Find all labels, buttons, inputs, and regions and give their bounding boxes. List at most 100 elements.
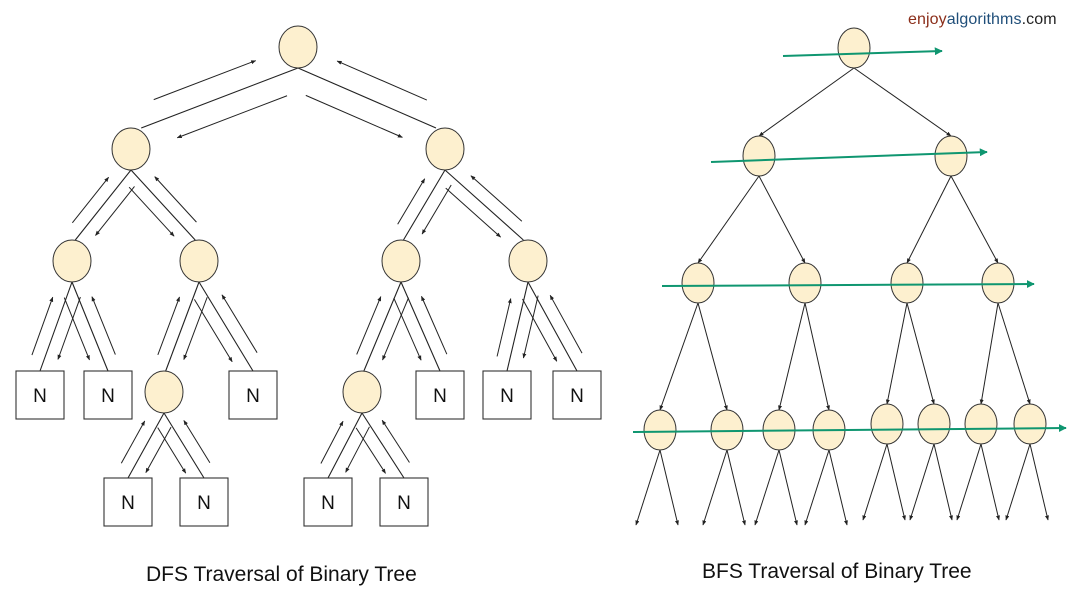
bfs-edge	[906, 175, 952, 264]
null-node-box	[379, 477, 429, 527]
traversal-down-arrow	[145, 426, 172, 474]
null-node-box	[103, 477, 153, 527]
bfs-level-arrow	[782, 47, 943, 57]
tree-node	[342, 370, 382, 414]
traversal-down-arrow	[522, 295, 539, 359]
bfs-tree-node	[837, 27, 871, 69]
tree-edge	[163, 412, 205, 479]
traversal-up-arrow	[496, 298, 512, 357]
bfs-tree	[632, 27, 1067, 526]
traversal-down-arrow	[63, 297, 90, 361]
brand-part-algorithms: algorithms	[946, 11, 1022, 28]
traversal-up-arrow	[336, 60, 428, 101]
traversal-down-arrow	[421, 184, 452, 235]
tree-edge	[39, 281, 73, 372]
bfs-edge	[885, 302, 908, 405]
traversal-up-arrow	[397, 178, 426, 225]
bfs-edge	[979, 302, 999, 405]
bfs-edge	[778, 302, 806, 411]
tree-edge	[127, 412, 165, 479]
bfs-tree-node	[742, 135, 776, 177]
traversal-up-arrow	[381, 419, 410, 463]
tree-node	[508, 239, 548, 283]
tree-edge	[402, 169, 446, 241]
bfs-edge	[853, 67, 952, 137]
bfs-edge	[758, 67, 855, 137]
traversal-down-arrow	[176, 95, 288, 139]
null-node-label: N	[33, 386, 47, 407]
bfs-edge-stub	[828, 449, 848, 526]
traversal-down-arrow	[345, 426, 370, 473]
bfs-edge	[659, 302, 699, 411]
tree-edge	[400, 281, 441, 372]
bfs-edge-stub	[778, 449, 798, 526]
bfs-level-arrow	[632, 424, 1067, 433]
bfs-tree-node	[981, 262, 1015, 304]
bfs-caption: BFS Traversal of Binary Tree	[702, 560, 972, 583]
null-node-box	[552, 370, 602, 420]
bfs-edge-stub	[956, 443, 982, 521]
tree-edge	[71, 281, 109, 372]
traversal-up-arrow	[320, 420, 344, 464]
traversal-up-arrow	[91, 296, 116, 355]
tree-edge	[444, 169, 524, 241]
null-node-box	[179, 477, 229, 527]
traversal-up-arrow	[470, 175, 523, 222]
traversal-up-arrow	[356, 296, 382, 355]
bfs-tree-node	[870, 403, 904, 445]
bfs-tree-node	[917, 403, 951, 445]
traversal-down-arrow	[305, 94, 403, 138]
tree-edge	[297, 67, 437, 129]
tree-node	[111, 127, 151, 171]
bfs-edge	[804, 302, 830, 411]
traversal-down-arrow	[393, 297, 422, 361]
bfs-tree-node	[710, 409, 744, 451]
bfs-edge-stub	[635, 449, 661, 526]
tree-edge	[165, 281, 200, 372]
tree-edge	[74, 169, 132, 241]
null-node-label: N	[121, 493, 135, 514]
tree-node	[52, 239, 92, 283]
bfs-edge-stub	[862, 443, 888, 521]
tree-edge	[130, 169, 196, 241]
traversal-up-arrow	[183, 420, 211, 463]
tree-edge	[198, 281, 254, 372]
null-node-box	[228, 370, 278, 420]
null-node-label: N	[246, 386, 260, 407]
traversal-down-arrow	[183, 297, 208, 361]
tree-edge	[506, 281, 529, 372]
tree-node	[381, 239, 421, 283]
bfs-edge-stub	[1005, 443, 1031, 521]
null-node-box	[83, 370, 133, 420]
dfs-caption: DFS Traversal of Binary Tree	[146, 563, 417, 586]
traversal-down-arrow	[382, 297, 410, 361]
bfs-tree-node	[964, 403, 998, 445]
null-node-label: N	[397, 493, 411, 514]
traversal-down-arrow	[95, 186, 135, 236]
bfs-edge-stub	[804, 449, 830, 526]
bfs-edge-stub	[980, 443, 1000, 521]
tree-edge	[527, 281, 578, 372]
null-node-box	[15, 370, 65, 420]
bfs-edge-stub	[886, 443, 906, 521]
bfs-tree-node	[890, 262, 924, 304]
traversal-down-arrow	[445, 187, 501, 238]
traversal-down-arrow	[355, 427, 386, 474]
traversal-up-arrow	[549, 294, 583, 354]
traversal-up-arrow	[153, 60, 257, 101]
bfs-level-arrow	[661, 280, 1035, 289]
traversal-down-arrow	[193, 299, 233, 363]
traversal-up-arrow	[120, 420, 146, 464]
null-node-label: N	[321, 493, 335, 514]
bfs-edge	[950, 175, 999, 264]
null-node-label: N	[433, 386, 447, 407]
traversal-up-arrow	[221, 294, 258, 353]
null-node-label: N	[500, 386, 514, 407]
brand-part-enjoy: enjoy	[908, 11, 947, 28]
bfs-edge-stub	[659, 449, 679, 526]
brand-logo: enjoyalgorithms.com	[908, 11, 1057, 29]
bfs-edge	[997, 302, 1031, 405]
bfs-level-arrow	[710, 148, 988, 163]
